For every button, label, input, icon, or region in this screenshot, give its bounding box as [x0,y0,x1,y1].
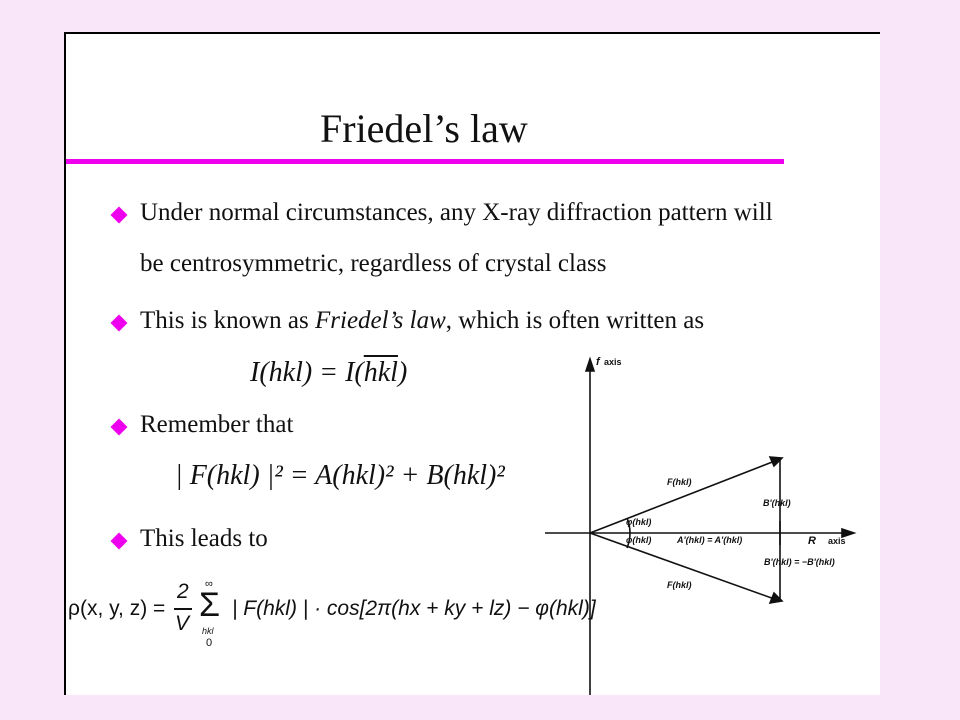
bullet-2-text: This is known as Friedel’s law, which is… [140,307,704,335]
vector-f-upper-arrowhead-icon [768,456,784,468]
friedel-equation: I(hkl) = I(hkl) [250,357,407,389]
f-axis-arrow-icon [584,356,596,372]
bullet-1-line-1: Under normal circumstances, any X-ray di… [140,199,773,226]
slide [64,32,880,695]
vector-f-upper [589,458,781,534]
slide-title: Friedel’s law [320,106,528,151]
label-phi-upper: φ(hkl) [626,517,651,527]
argand-diagram: f axis R axis F(hkl) F(hkl) B'(hkl) φ(hk… [545,356,857,695]
bullet-2-pre: This is known as [140,307,315,334]
f-axis-symbol: f [596,356,601,368]
density-rhs: | F(hkl) | · cos[2π(hx + ky + lz) − φ(hk… [232,597,596,620]
friedel-eq-left: I(hkl) = I( [250,357,364,388]
density-sigma-icon: Σ [199,586,221,624]
bullet-1-line-2: be centrosymmetric, regardless of crysta… [140,250,607,277]
vector-f-lower-arrowhead-icon [768,591,784,605]
density-sum-top: ∞ [205,578,213,590]
density-fraction-numerator: 2 [177,580,189,603]
label-b-lower: B'(hkl) = −B'(hkl) [764,557,835,567]
friedel-eq-right: ) [397,357,408,388]
bullet-2-post: , which is often written as [445,307,705,334]
bullet-3-text: Remember that [140,411,294,438]
title-underline [66,159,784,164]
density-fraction-bar [174,608,192,610]
density-fraction-denominator: V [175,612,190,635]
label-a: A'(hkl) = A'(hkl) [676,535,742,545]
angle-arc-upper [626,517,631,534]
r-axis-symbol: R [808,535,816,547]
friedel-eq-bar: hkl [363,357,398,388]
vector-f-lower [589,532,781,602]
density-sum-bottom-2: 0 [206,637,213,649]
label-b-upper: B'(hkl) [763,498,791,508]
bullet-2-emphasis: Friedel’s law [315,307,446,334]
density-sum-bottom-1: hkl [202,626,214,636]
density-lhs: ρ(x, y, z) = [68,597,166,620]
bullet-4-text: This leads to [140,525,268,552]
r-axis-label: axis [828,536,846,546]
label-f-upper: F(hkl) [667,477,692,487]
label-phi-lower: φ(hkl) [626,535,651,545]
angle-arc-lower [626,532,631,549]
structure-factor-equation: | F(hkl) |² = A(hkl)² + B(hkl)² [175,460,505,491]
r-axis-arrow-icon [841,527,857,539]
label-f-lower: F(hkl) [667,580,692,590]
f-axis-label: axis [604,357,622,367]
